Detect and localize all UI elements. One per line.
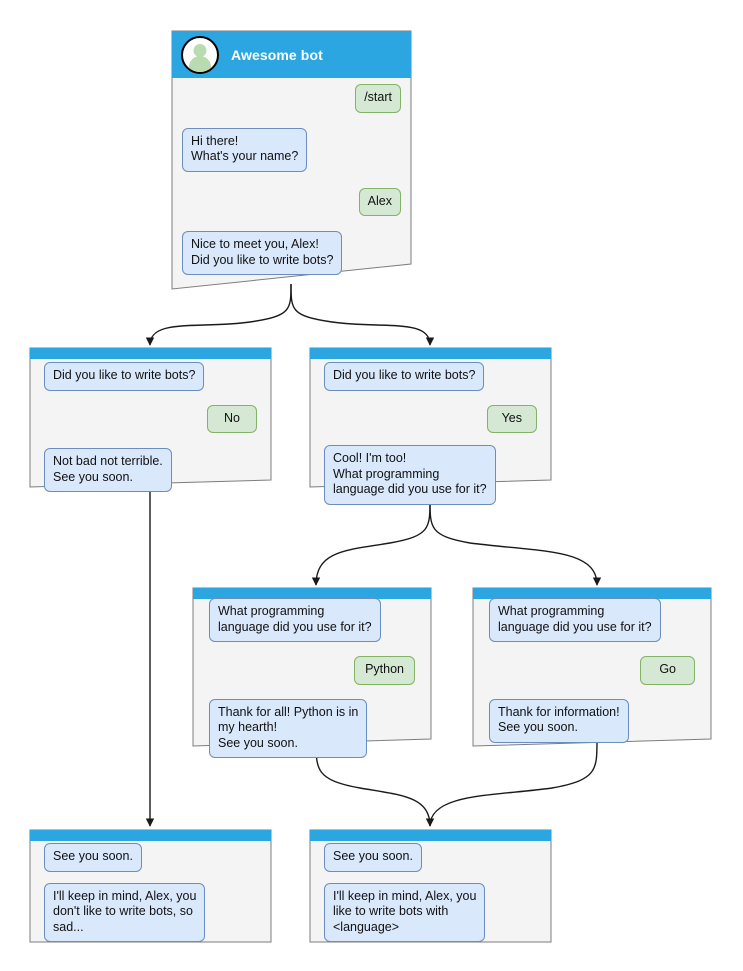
message-row: Alex xyxy=(182,187,401,216)
connector-yes-to-python xyxy=(311,499,431,586)
bot-message-bubble: See you soon. xyxy=(44,843,142,872)
bot-message-bubble: I'll keep in mind, Alex, you like to wri… xyxy=(324,882,486,942)
node-content: What programming language did you use fo… xyxy=(193,588,431,758)
user-message-bubble: Yes xyxy=(486,404,537,433)
bot-message-bubble: Cool! I'm too! What programming language… xyxy=(324,445,496,505)
node-content: Did you like to write bots? No Not bad n… xyxy=(30,348,271,492)
user-message-bubble: Python xyxy=(354,656,415,685)
message-row: Hi there! What's your name? xyxy=(182,127,401,172)
person-avatar-icon xyxy=(181,35,219,74)
message-row: Python xyxy=(209,656,415,685)
bot-message-bubble: Thank for information! See you soon. xyxy=(489,698,629,743)
user-message-bubble: /start xyxy=(355,84,401,113)
chat-node-branch-python[interactable]: What programming language did you use fo… xyxy=(188,583,436,758)
user-message-bubble: Go xyxy=(640,656,695,685)
bot-message-bubble: What programming language did you use fo… xyxy=(209,598,381,642)
user-message-bubble: Alex xyxy=(358,187,401,216)
message-list: What programming language did you use fo… xyxy=(473,598,711,743)
message-row: Cool! I'm too! What programming language… xyxy=(324,445,537,505)
chat-node-branch-go[interactable]: What programming language did you use fo… xyxy=(468,583,716,751)
bot-message-bubble: Did you like to write bots? xyxy=(44,362,205,391)
bot-title: Awesome bot xyxy=(231,46,323,63)
chat-node-branch-no[interactable]: Did you like to write bots? No Not bad n… xyxy=(24,342,278,497)
node-content: What programming language did you use fo… xyxy=(473,588,711,746)
message-row: What programming language did you use fo… xyxy=(209,598,415,642)
message-row: Did you like to write bots? xyxy=(324,362,537,391)
message-row: What programming language did you use fo… xyxy=(489,598,695,642)
message-list: See you soon. I'll keep in mind, Alex, y… xyxy=(30,843,271,942)
bot-message-bubble: See you soon. xyxy=(324,843,422,872)
node-content: Did you like to write bots? Yes Cool! I'… xyxy=(310,348,551,505)
message-row: Not bad not terrible. See you soon. xyxy=(44,448,257,492)
bot-message-bubble: Thank for all! Python is in my hearth! S… xyxy=(209,698,368,758)
bot-message-bubble: Did you like to write bots? xyxy=(324,362,485,391)
message-row: I'll keep in mind, Alex, you like to wri… xyxy=(324,882,537,942)
connector-yes-to-go xyxy=(429,499,602,586)
chat-node-end-happy[interactable]: See you soon. I'll keep in mind, Alex, y… xyxy=(304,824,558,946)
node-content: Awesome bot /start Hi there! What's your… xyxy=(172,31,411,289)
chat-node-end-sad[interactable]: See you soon. I'll keep in mind, Alex, y… xyxy=(24,824,278,946)
bot-message-bubble: I'll keep in mind, Alex, you don't like … xyxy=(44,882,206,942)
chat-header: Awesome bot xyxy=(172,31,411,78)
bot-message-bubble: Not bad not terrible. See you soon. xyxy=(44,448,172,492)
message-row: See you soon. xyxy=(324,843,537,872)
message-list: See you soon. I'll keep in mind, Alex, y… xyxy=(310,843,551,942)
bot-message-bubble: Nice to meet you, Alex! Did you like to … xyxy=(182,231,343,275)
bot-message-bubble: Hi there! What's your name? xyxy=(182,127,308,172)
message-row: Yes xyxy=(324,404,537,433)
message-row: Go xyxy=(489,656,695,685)
node-content: See you soon. I'll keep in mind, Alex, y… xyxy=(310,830,551,942)
connector-go-to-end-happy xyxy=(429,739,598,827)
message-row: Nice to meet you, Alex! Did you like to … xyxy=(182,231,401,275)
bot-message-bubble: What programming language did you use fo… xyxy=(489,598,661,642)
message-list: Did you like to write bots? No Not bad n… xyxy=(30,362,271,492)
message-row: No xyxy=(44,404,257,433)
message-row: Thank for information! See you soon. xyxy=(489,698,695,743)
message-list: What programming language did you use fo… xyxy=(193,598,431,758)
message-list: Did you like to write bots? Yes Cool! I'… xyxy=(310,362,551,505)
message-row: Thank for all! Python is in my hearth! S… xyxy=(209,698,415,758)
message-row: I'll keep in mind, Alex, you don't like … xyxy=(44,882,257,942)
message-row: /start xyxy=(182,84,401,113)
message-row: Did you like to write bots? xyxy=(44,362,257,391)
chat-node-branch-yes[interactable]: Did you like to write bots? Yes Cool! I'… xyxy=(304,342,558,505)
node-content: See you soon. I'll keep in mind, Alex, y… xyxy=(30,830,271,942)
message-list: /start Hi there! What's your name? Alex … xyxy=(172,84,411,275)
message-row: See you soon. xyxy=(44,843,257,872)
user-message-bubble: No xyxy=(207,404,257,433)
chat-node-root[interactable]: Awesome bot /start Hi there! What's your… xyxy=(164,25,418,297)
